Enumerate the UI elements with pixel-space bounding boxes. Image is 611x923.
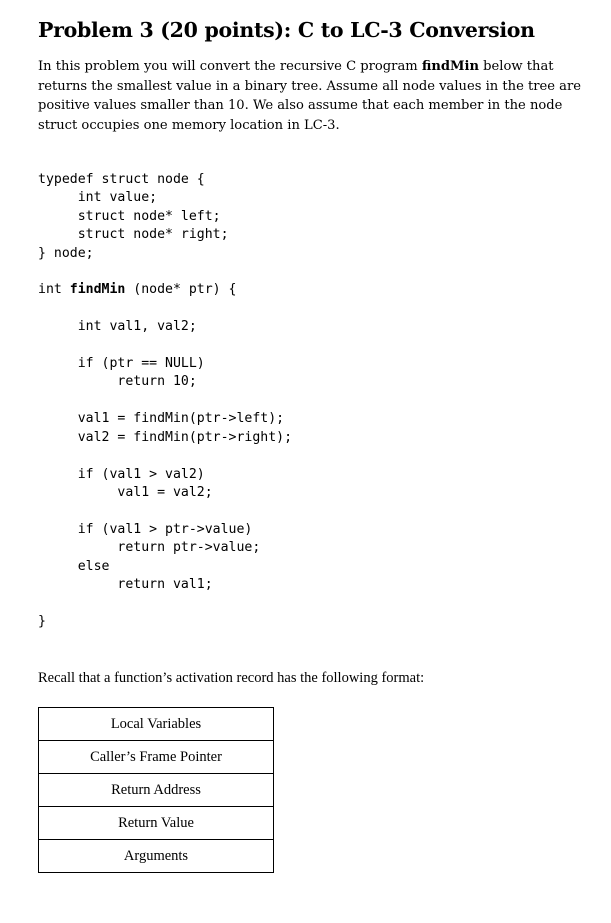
code-line: val1 = findMin(ptr->left);: [38, 411, 285, 427]
activation-record-cell: Arguments: [38, 839, 274, 873]
code-line: int findMin (node* ptr) {: [38, 282, 237, 298]
activation-record-cell: Caller’s Frame Pointer: [38, 740, 274, 774]
code-line: if (val1 > val2): [38, 466, 205, 482]
code-function-name: findMin: [69, 282, 126, 298]
intro-function-name: findMin: [421, 59, 480, 74]
intro-text-end: below that returns the smallest value in…: [38, 59, 581, 133]
code-line: struct node* left;: [38, 208, 221, 224]
code-line: typedef struct node {: [38, 172, 205, 187]
activation-record-row: Caller’s Frame Pointer: [38, 740, 274, 774]
activation-record-row: Return Value: [38, 806, 274, 840]
code-line: return ptr->value;: [38, 540, 261, 556]
c-code-listing: typedef struct node { int value; struct …: [38, 171, 292, 631]
recall-statement: Recall that a function’s activation reco…: [38, 670, 425, 686]
code-line: val2 = findMin(ptr->right);: [38, 429, 293, 445]
code-line: int value;: [38, 190, 158, 206]
code-line: if (val1 > ptr->value): [38, 521, 253, 537]
activation-record-cell: Local Variables: [38, 707, 274, 741]
intro-text-start: In this problem you will convert the rec…: [38, 59, 422, 74]
code-line: int val1, val2;: [38, 319, 197, 335]
code-line: } node;: [38, 245, 94, 261]
code-line: else: [38, 558, 110, 574]
code-line: struct node* right;: [38, 227, 229, 243]
activation-record-cell: Return Value: [38, 806, 274, 840]
code-line: }: [38, 613, 46, 629]
code-line: return 10;: [38, 374, 197, 390]
activation-record-row: Return Address: [38, 773, 274, 807]
code-line: return val1;: [38, 576, 213, 592]
code-line: val1 = val2;: [38, 484, 213, 500]
code-line: if (ptr == NULL): [38, 356, 205, 372]
activation-record-row: Arguments: [38, 839, 274, 873]
activation-record-cell: Return Address: [38, 773, 274, 807]
activation-record-row: Local Variables: [38, 707, 274, 741]
problem-intro: In this problem you will convert the rec…: [38, 57, 603, 135]
problem-title: Problem 3 (20 points): C to LC-3 Convers…: [38, 18, 535, 42]
